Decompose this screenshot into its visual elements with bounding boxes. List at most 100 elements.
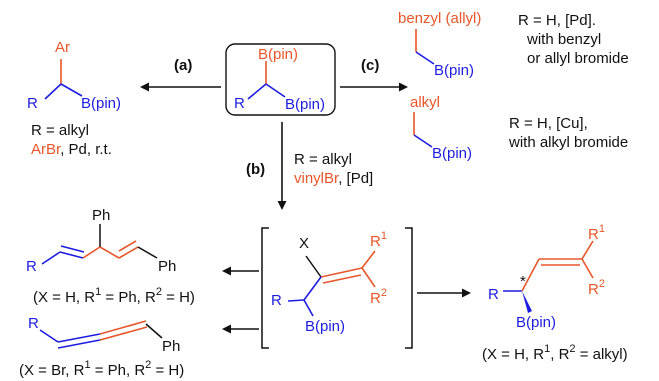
label-a: (a) (174, 57, 192, 74)
allene-caption: (X = Br, R1 = Ph, R2 = H) (19, 359, 184, 379)
conditions-c2-line1: R = H, [Cu], (509, 115, 588, 132)
chiral-wedge-bpin (522, 291, 532, 313)
diene-bond-blue-double-a (59, 251, 84, 259)
bpin-right-label: B(pin) (285, 96, 325, 113)
bond-c-bpin-a (60, 83, 83, 97)
bond-c-r2 (361, 267, 376, 288)
arrow-c-head (399, 82, 408, 92)
conditions-b-line2: vinylBr, [Pd] (294, 170, 373, 187)
chiral-bond-r1 (581, 240, 594, 260)
r1-label-int: R1 (370, 230, 387, 250)
bracket-right (405, 227, 413, 349)
ar-label: Ar (55, 39, 70, 56)
diene-caption: (X = H, R1 = Ph, R2 = H) (33, 286, 195, 306)
intermediate: X R1 R2 R B(pin) (261, 227, 413, 349)
allene-r: R (28, 315, 39, 332)
chiral-bpin: B(pin) (516, 314, 556, 331)
starting-material: B(pin) R B(pin) (225, 43, 336, 116)
bond-c-bpin-right (265, 83, 286, 98)
diene-bond-orange-double-b (118, 240, 137, 252)
diene-bond-orange-double-a (118, 246, 139, 259)
chiral-product: R * B(pin) R1 R2 (X = H, R1, R2 = alkyl) (482, 223, 628, 363)
arrow-to-diene-head (222, 266, 231, 276)
bpin-label-a: B(pin) (81, 95, 121, 112)
diene-bond-ch-right (99, 246, 120, 259)
bond-double-1 (320, 267, 363, 278)
r-label-int: R (271, 292, 282, 309)
arrow-to-allene-head (222, 324, 231, 334)
bpin-label-c1: B(pin) (434, 62, 474, 79)
bond-ch2-bpin-c1 (415, 51, 435, 65)
reagent-vinylbr: vinylBr (294, 170, 339, 187)
bond-double-2 (322, 274, 362, 284)
diene-r: R (26, 258, 37, 275)
alkyl-label: alkyl (410, 94, 440, 111)
conditions-b-line1: R = alkyl (294, 151, 352, 168)
reagent-arbr: ArBr (31, 141, 61, 158)
allene-bond-1b (57, 339, 101, 349)
arrow-to-product-head (462, 288, 471, 298)
conditions-c2-line2: with alkyl bromide (508, 134, 628, 151)
diene-ph-right: Ph (158, 258, 176, 275)
chiral-bond-r2 (581, 258, 594, 279)
path-a: (a) Ar R B(pin) R = alkyl ArBr, Pd, r.t. (27, 39, 221, 158)
label-b: (b) (246, 161, 265, 178)
arrow-b-head (277, 201, 287, 210)
conditions-c1-line2: with benzyl (526, 31, 601, 48)
diene-product: Ph R Ph (X = H, R1 = Ph, R2 = H) (26, 207, 195, 306)
allene-bond-r (39, 329, 59, 343)
r1-sup-int: 1 (381, 230, 387, 242)
allene-bond-1a (57, 333, 101, 343)
chiral-r1: R1 (588, 223, 605, 243)
conditions-a-line2: ArBr, Pd, r.t. (31, 141, 112, 158)
r1-letter-int: R (370, 233, 381, 250)
starting-material-box (225, 43, 336, 116)
chiral-caption: (X = H, R1, R2 = alkyl) (482, 343, 628, 363)
diene-bond-blue-double-b (60, 245, 85, 253)
bpin-top-label: B(pin) (258, 46, 298, 63)
arrow-a-head (140, 82, 149, 92)
bond-ch-bpin (303, 299, 314, 317)
diene-bond-ch-left (82, 246, 101, 259)
conditions-b-rest: , [Pd] (338, 170, 373, 187)
diene-bond-ph (137, 246, 158, 259)
allene-bond-ph (145, 323, 163, 339)
bond-c-r1 (361, 250, 376, 269)
bond-ch-r (287, 299, 305, 302)
allene-bond-2a (99, 320, 147, 335)
path-b: (b) R = alkyl vinylBr, [Pd] (246, 122, 373, 210)
stereocenter-star: * (520, 273, 526, 290)
r-label-a: R (27, 95, 38, 112)
diene-ph-top: Ph (92, 207, 110, 224)
label-c: (c) (361, 57, 379, 74)
allene-bond-2b (99, 326, 148, 341)
product-c2: alkyl B(pin) (410, 94, 472, 162)
benzyl-allyl-label: benzyl (allyl) (398, 10, 481, 27)
allene-ph: Ph (162, 338, 180, 355)
allene-product: R Ph (X = Br, R1 = Ph, R2 = H) (19, 315, 184, 379)
bpin-label-c2: B(pin) (432, 145, 472, 162)
x-label: X (299, 235, 309, 252)
conditions-a-rest: , Pd, r.t. (60, 141, 112, 158)
conditions-a-line1: R = alkyl (31, 122, 89, 139)
r2-sup-int: 2 (381, 287, 387, 299)
r2-letter-int: R (370, 290, 381, 307)
chiral-r: R (488, 286, 499, 303)
bracket-left (261, 227, 269, 349)
r2-label-int: R2 (370, 287, 387, 307)
bpin-label-int: B(pin) (305, 318, 345, 335)
bond-c-r (247, 83, 267, 100)
path-c: (c) benzyl (allyl) B(pin) R = H, [Pd]. w… (340, 10, 629, 162)
product-a: Ar R B(pin) (27, 39, 121, 112)
conditions-c1-line1: R = H, [Pd]. (518, 12, 596, 29)
conditions-c1-line3: or allyl bromide (527, 50, 629, 67)
bond-x-c (305, 255, 322, 278)
product-c1: benzyl (allyl) B(pin) (398, 10, 481, 79)
chiral-bond-ch2 (521, 258, 540, 292)
bond-c-r-a (44, 83, 62, 100)
chiral-r2: R2 (588, 278, 605, 298)
r-label: R (234, 95, 245, 112)
bond-ch2-bpin-c2 (413, 134, 433, 148)
bond-c-chb (303, 276, 322, 301)
